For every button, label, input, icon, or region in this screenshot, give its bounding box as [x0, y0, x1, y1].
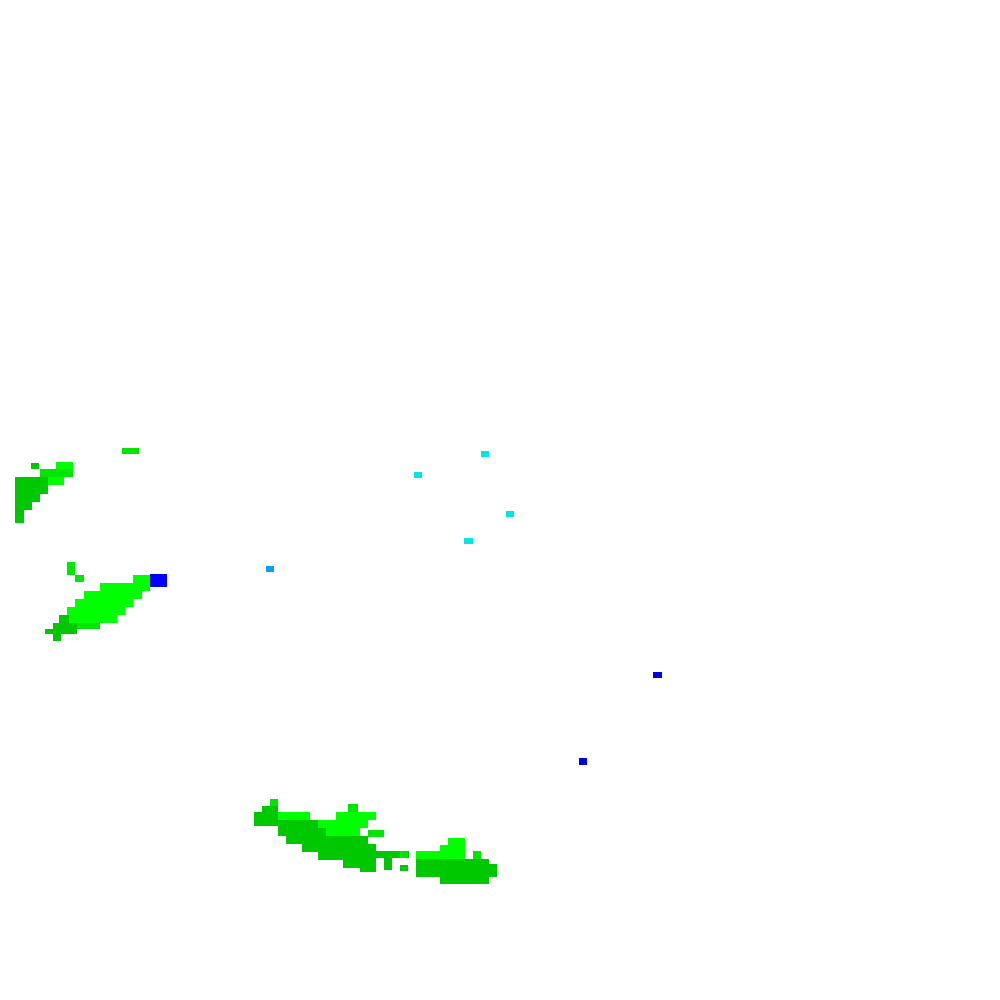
- land-cell: [67, 615, 117, 623]
- land-cell: [440, 877, 489, 884]
- marker-1[interactable]: [481, 451, 489, 457]
- landmass-northwest: [15, 448, 139, 523]
- land-cell: [59, 615, 69, 623]
- land-cell: [48, 477, 64, 485]
- land-cell: [56, 462, 73, 470]
- land-cell: [360, 868, 376, 872]
- land-cell: [15, 510, 24, 523]
- land-cell: [336, 812, 376, 820]
- land-cell: [286, 836, 368, 844]
- land-cell: [53, 634, 61, 641]
- land-cell: [416, 859, 489, 867]
- land-cell: [302, 844, 376, 852]
- land-cell: [400, 865, 408, 871]
- land-cell: [376, 851, 409, 858]
- land-cell: [15, 485, 48, 494]
- land-cell: [75, 599, 133, 607]
- landmass-south: [254, 799, 497, 884]
- land-cell: [100, 583, 150, 591]
- land-cell: [384, 858, 392, 870]
- land-cell: [348, 804, 358, 812]
- marker-7[interactable]: [653, 672, 662, 678]
- islet: [122, 448, 139, 454]
- land-cell: [133, 575, 150, 583]
- land-cell: [31, 463, 39, 469]
- marker-8[interactable]: [579, 758, 587, 765]
- land-cell: [67, 607, 125, 615]
- land-cell: [53, 623, 77, 634]
- land-cell: [45, 629, 77, 634]
- marker-3[interactable]: [506, 511, 514, 517]
- marker-2[interactable]: [414, 472, 422, 478]
- marker-5[interactable]: [266, 566, 274, 572]
- land-cell: [15, 494, 40, 502]
- land-cell: [270, 799, 278, 807]
- land-cell: [254, 812, 278, 826]
- land-cell: [278, 828, 326, 836]
- land-cell: [440, 845, 465, 853]
- land-cell: [278, 820, 318, 828]
- land-cell: [67, 562, 75, 575]
- land-cell: [15, 477, 64, 485]
- land-cell: [448, 838, 465, 846]
- markers: [150, 451, 662, 765]
- land-cell: [318, 852, 376, 860]
- land-cell: [278, 812, 310, 820]
- land-cell: [40, 469, 73, 477]
- land-cell: [416, 851, 465, 859]
- land-cell: [15, 502, 32, 510]
- land-cell: [262, 806, 278, 814]
- land-cell: [326, 828, 360, 836]
- land-cell: [473, 851, 481, 859]
- land-cell: [318, 820, 368, 828]
- land-cell: [84, 591, 142, 599]
- land-cell: [368, 830, 384, 837]
- land-cell: [75, 575, 84, 582]
- marker-4[interactable]: [464, 538, 473, 544]
- land-cell: [400, 851, 408, 858]
- landmass-west: [45, 562, 150, 641]
- land-cell: [343, 860, 376, 868]
- marker-6[interactable]: [150, 574, 167, 587]
- land-cell: [416, 864, 497, 877]
